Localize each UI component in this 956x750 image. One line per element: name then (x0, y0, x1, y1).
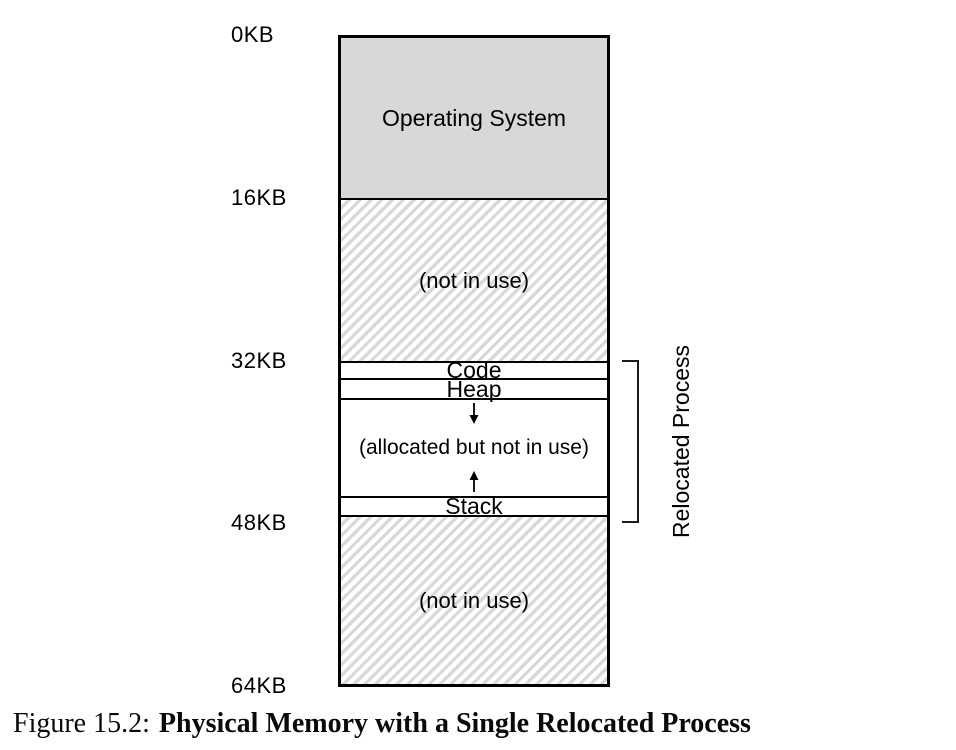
address-label-32kb: 32KB (231, 348, 287, 373)
address-label-0kb: 0KB (231, 22, 275, 47)
region-code-label: Code (446, 357, 502, 383)
region-heap: Heap (341, 375, 607, 402)
region-stack-label: Stack (445, 493, 503, 519)
caption-title: Physical Memory with a Single Relocated … (158, 708, 751, 739)
address-label-64kb: 64KB (231, 673, 287, 698)
region-not-in-use-upper: (not in use) (341, 198, 607, 361)
address-label-48kb: 48KB (231, 510, 287, 535)
caption-number: Figure 15.2: (13, 708, 150, 739)
region-not-in-use-lower: (not in use) (341, 515, 607, 684)
region-not-in-use-upper-label: (not in use) (418, 267, 530, 293)
region-code: Code (341, 359, 607, 382)
relocated-process-label: Relocated Process (668, 344, 695, 538)
figure-caption: Figure 15.2: Physical Memory with a Singl… (13, 708, 751, 740)
arrow-up-icon (469, 471, 479, 492)
region-allocated-label: (allocated but not in use) (359, 436, 589, 459)
region-not-in-use-lower-label: (not in use) (418, 587, 530, 613)
address-label-16kb: 16KB (231, 185, 287, 210)
region-operating-system: Operating System (341, 38, 607, 198)
region-heap-label: Heap (446, 375, 502, 402)
region-allocated-not-in-use: (allocated but not in use) (341, 398, 607, 496)
physical-memory-box: Operating System (not in use) Code Heap … (338, 35, 610, 687)
arrow-down-icon (469, 403, 479, 424)
region-stack: Stack (341, 493, 607, 519)
process-span-bracket (622, 360, 639, 523)
region-operating-system-label: Operating System (381, 104, 567, 131)
